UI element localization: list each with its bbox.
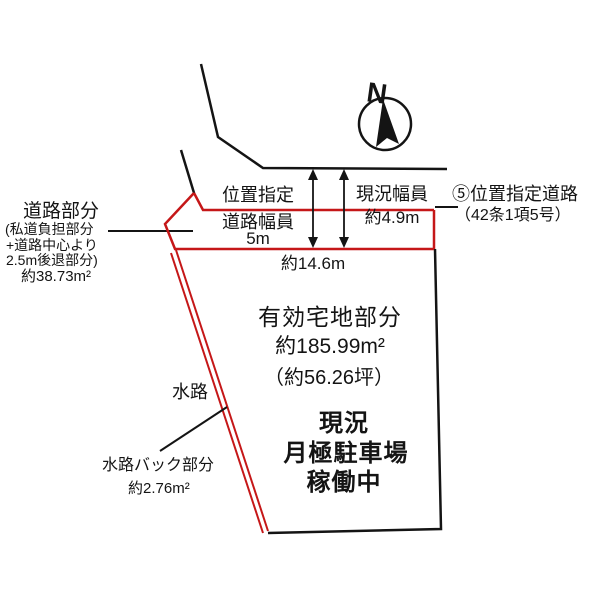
compass-north-label: N: [365, 76, 389, 110]
road-edge-left: [179, 149, 196, 194]
current-width-line1: 現況幅員: [356, 184, 428, 204]
waterway-back-area: 約2.76m²: [128, 480, 190, 497]
road-part-line3: +道路中心より: [6, 237, 98, 253]
designated-width-value: 5m: [246, 229, 270, 248]
dimension-arrow-designated-width: [308, 169, 318, 248]
status-line3: 稼働中: [306, 469, 382, 496]
dimension-arrow-current-width: [339, 169, 349, 248]
red-boundary-left-and-lower: [163, 192, 434, 251]
road-part-line4: 2.5m後退部分): [6, 252, 98, 268]
plot-boundary-black: [267, 248, 443, 535]
road-edge-top: [199, 63, 448, 171]
site-area-title: 有効宅地部分: [258, 304, 402, 330]
road-part-area: 約38.73m²: [21, 268, 92, 285]
waterway-line-outer: [175, 249, 269, 532]
current-width-value: 約4.9m: [364, 208, 420, 227]
waterway-label: 水路: [172, 382, 208, 402]
road-type-line2: （42条1項5号）: [455, 207, 571, 224]
road-type-line1: ⑤位置指定道路: [452, 184, 578, 204]
waterway-back-label: 水路バック部分: [102, 457, 215, 474]
road-part-line2: (私道負担部分: [5, 221, 94, 237]
designated-width-line1: 位置指定: [222, 185, 294, 205]
frontage-dimension: 約14.6m: [280, 254, 346, 273]
site-area-tsubo: （約56.26坪）: [263, 367, 395, 389]
site-area-sqm: 約185.99m²: [275, 335, 385, 358]
red-boundary-top: [192, 192, 434, 212]
designated-width-line2: 道路幅員: [222, 212, 294, 232]
waterway-back-leader-line: [159, 406, 228, 452]
waterway-line-inner: [170, 252, 264, 534]
status-line2: 月極駐車場: [283, 440, 409, 467]
status-line1: 現況: [319, 410, 369, 437]
north-compass-icon: N: [357, 76, 413, 152]
road-part-title: 道路部分: [23, 201, 100, 222]
